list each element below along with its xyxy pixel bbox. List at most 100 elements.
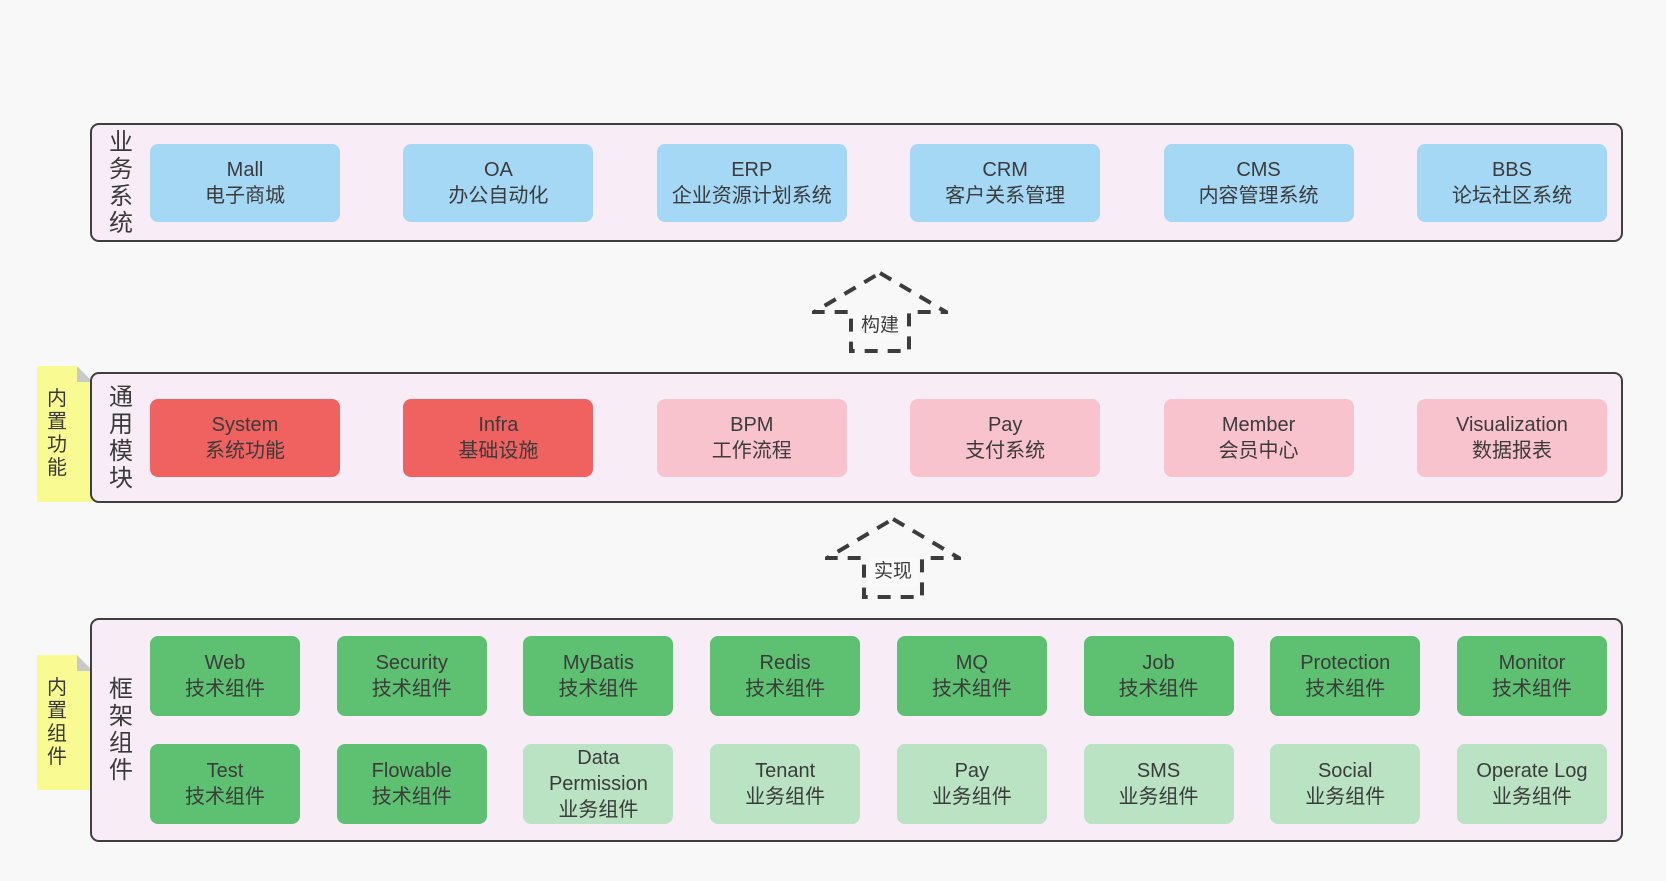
dashed-up-arrow-icon xyxy=(825,516,961,599)
box-subtitle: 业务组件 xyxy=(558,799,639,821)
box-subtitle: 工作流程 xyxy=(711,439,792,462)
box-title: Social xyxy=(1317,760,1373,782)
arrow-build: 构建 xyxy=(812,270,948,354)
box-security: Security 技术组件 xyxy=(336,636,487,716)
box-oa: OA 办公自动化 xyxy=(403,143,594,222)
box-data-permission: Data Permission 业务组件 xyxy=(523,744,674,824)
box-title: CMS xyxy=(1236,158,1281,181)
box-visualization: Visualization 数据报表 xyxy=(1416,398,1607,477)
box-title: Operate Log xyxy=(1476,760,1588,782)
box-web: Web 技术组件 xyxy=(150,636,300,716)
sticky-label: 内置组件 xyxy=(47,676,67,768)
box-title: BPM xyxy=(730,413,774,436)
sticky-note-builtin-components: 内置组件 xyxy=(37,655,93,790)
box-subtitle: 业务组件 xyxy=(1118,786,1199,808)
components-row-2: Test 技术组件 Flowable 技术组件 Data Permission … xyxy=(150,744,1607,824)
box-subtitle: 业务组件 xyxy=(931,786,1012,808)
components-rows: Web 技术组件 Security 技术组件 MyBatis 技术组件 Redi… xyxy=(150,620,1621,840)
box-subtitle: 基础设施 xyxy=(458,439,539,462)
box-sms: SMS 业务组件 xyxy=(1083,744,1234,824)
box-test: Test 技术组件 xyxy=(150,744,300,824)
box-title: BBS xyxy=(1491,158,1532,181)
box-title: Mall xyxy=(226,158,264,181)
box-title: Job xyxy=(1142,652,1175,674)
box-cms: CMS 内容管理系统 xyxy=(1163,143,1354,222)
box-title: Data Permission xyxy=(548,747,648,795)
box-bbs: BBS 论坛社区系统 xyxy=(1416,143,1607,222)
box-subtitle: 办公自动化 xyxy=(448,184,549,207)
business-boxes-row: Mall 电子商城 OA 办公自动化 ERP 企业资源计划系统 CRM 客户关系… xyxy=(150,125,1621,240)
layer-framework-components: 框架组件 Web 技术组件 Security 技术组件 MyBatis 技术组件… xyxy=(90,618,1623,842)
layer-label-business-systems: 业务系统 xyxy=(92,125,150,240)
box-subtitle: 系统功能 xyxy=(205,439,285,462)
box-title: System xyxy=(211,413,279,436)
layer-label-text: 通用模块 xyxy=(109,383,133,492)
box-monitor: Monitor 技术组件 xyxy=(1456,636,1607,716)
box-subtitle: 客户关系管理 xyxy=(945,184,1066,207)
box-subtitle: 技术组件 xyxy=(745,678,826,700)
box-subtitle: 内容管理系统 xyxy=(1198,184,1319,207)
box-subtitle: 技术组件 xyxy=(185,678,265,700)
arrow-implement: 实现 xyxy=(825,516,961,600)
box-operate-log: Operate Log 业务组件 xyxy=(1456,744,1607,824)
sticky-note-builtin-features: 内置功能 xyxy=(37,366,93,502)
box-redis: Redis 技术组件 xyxy=(710,636,861,716)
box-title: SMS xyxy=(1136,760,1181,782)
box-tenant: Tenant 业务组件 xyxy=(710,744,861,824)
box-erp: ERP 企业资源计划系统 xyxy=(656,143,847,222)
box-title: Flowable xyxy=(371,760,452,782)
layer-label-framework-components: 框架组件 xyxy=(92,620,150,840)
layer-label-common-modules: 通用模块 xyxy=(92,374,150,501)
box-subtitle: 技术组件 xyxy=(1118,678,1199,700)
box-subtitle: 技术组件 xyxy=(371,678,452,700)
box-pay-component: Pay 业务组件 xyxy=(896,744,1047,824)
box-title: Redis xyxy=(759,652,811,674)
box-title: Protection xyxy=(1300,652,1391,674)
box-title: MQ xyxy=(955,652,988,674)
box-title: OA xyxy=(483,158,513,181)
box-title: Pay xyxy=(954,760,990,782)
box-member: Member 会员中心 xyxy=(1163,398,1354,477)
layer-common-modules: 通用模块 System 系统功能 Infra 基础设施 BPM 工作流程 Pay… xyxy=(90,372,1623,503)
box-subtitle: 技术组件 xyxy=(185,786,265,808)
box-title: ERP xyxy=(731,158,773,181)
box-infra: Infra 基础设施 xyxy=(403,398,594,477)
box-mall: Mall 电子商城 xyxy=(150,143,340,222)
box-title: Visualization xyxy=(1455,413,1568,436)
box-subtitle: 技术组件 xyxy=(371,786,452,808)
layer-label-text: 框架组件 xyxy=(109,676,133,784)
box-system: System 系统功能 xyxy=(150,398,340,477)
components-row-1: Web 技术组件 Security 技术组件 MyBatis 技术组件 Redi… xyxy=(150,636,1607,716)
arrow-build-label: 构建 xyxy=(855,312,905,340)
box-title: Pay xyxy=(987,413,1023,436)
box-subtitle: 业务组件 xyxy=(1305,786,1386,808)
box-subtitle: 数据报表 xyxy=(1471,439,1552,462)
dashed-up-arrow-icon xyxy=(812,270,948,353)
box-title: Member xyxy=(1221,413,1296,436)
layer-label-text: 业务系统 xyxy=(109,128,133,237)
box-title: Infra xyxy=(478,413,519,436)
box-bpm: BPM 工作流程 xyxy=(656,398,847,477)
box-subtitle: 论坛社区系统 xyxy=(1451,184,1572,207)
box-title: CRM xyxy=(982,158,1028,181)
box-subtitle: 电子商城 xyxy=(205,184,285,207)
box-title: Web xyxy=(204,652,246,674)
box-mybatis: MyBatis 技术组件 xyxy=(523,636,674,716)
box-title: MyBatis xyxy=(562,652,634,674)
box-title: Monitor xyxy=(1498,652,1566,674)
box-subtitle: 支付系统 xyxy=(965,439,1046,462)
box-title: Test xyxy=(206,760,244,782)
box-mq: MQ 技术组件 xyxy=(896,636,1047,716)
box-subtitle: 业务组件 xyxy=(1491,786,1572,808)
box-subtitle: 会员中心 xyxy=(1218,439,1299,462)
box-subtitle: 企业资源计划系统 xyxy=(671,184,832,207)
box-subtitle: 技术组件 xyxy=(1305,678,1386,700)
box-protection: Protection 技术组件 xyxy=(1270,636,1421,716)
layer-business-systems: 业务系统 Mall 电子商城 OA 办公自动化 ERP 企业资源计划系统 CRM… xyxy=(90,123,1623,242)
sticky-label: 内置功能 xyxy=(47,388,67,479)
box-social: Social 业务组件 xyxy=(1270,744,1421,824)
box-pay-system: Pay 支付系统 xyxy=(910,398,1101,477)
box-subtitle: 技术组件 xyxy=(1491,678,1572,700)
box-crm: CRM 客户关系管理 xyxy=(910,143,1101,222)
